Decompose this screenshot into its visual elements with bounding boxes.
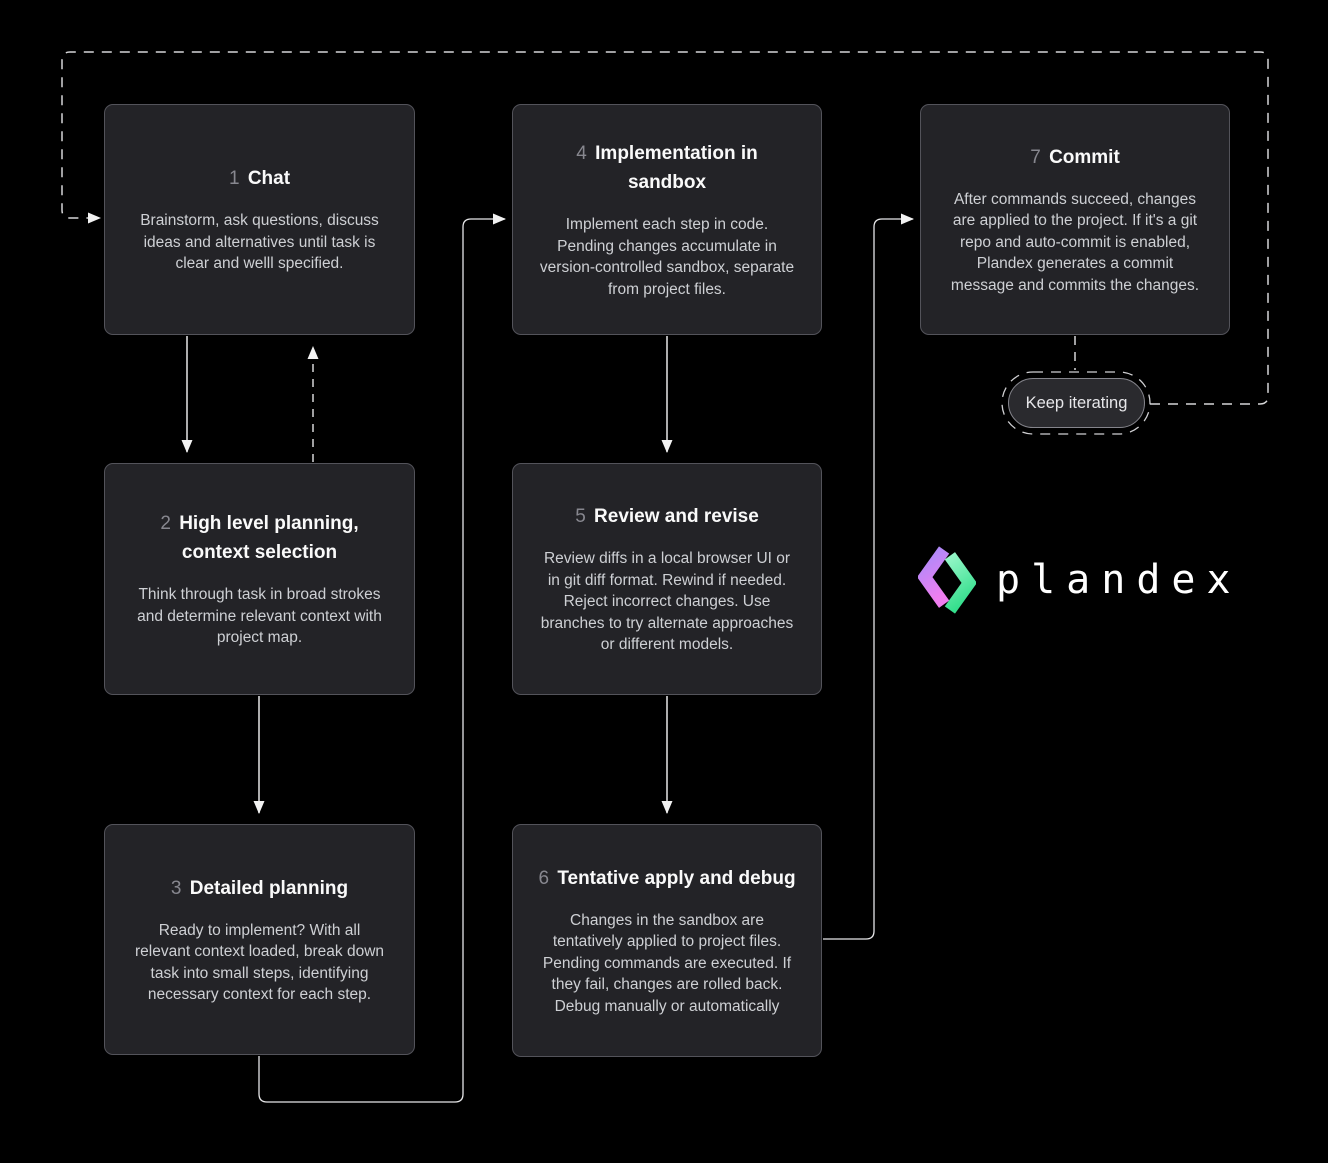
step-title: 6 Tentative apply and debug	[538, 864, 795, 893]
step-description: Think through task in broad strokes and …	[137, 586, 382, 647]
step-description: Changes in the sandbox are tentatively a…	[542, 911, 792, 1015]
step-number: 6	[538, 867, 550, 889]
logo-left-chevron-icon	[918, 546, 950, 608]
plandex-logo-icon	[918, 546, 976, 614]
step-title-text: Commit	[1049, 146, 1120, 168]
step-title-text: High level planning, context selection	[179, 513, 359, 564]
step-number: 5	[575, 506, 586, 528]
step-box-commit: 7 Commit After commands succeed, changes…	[920, 104, 1230, 335]
step-description: After commands succeed, changes are appl…	[950, 190, 1200, 294]
step-description: Implement each step in code. Pending cha…	[539, 216, 795, 298]
step-title-text: Review and revise	[594, 506, 759, 528]
step-number: 2	[160, 513, 171, 535]
step-title: 4 Implementation in sandbox	[537, 139, 797, 197]
step-description: Review diffs in a local browser UI or in…	[540, 550, 794, 654]
step-title-text: Tentative apply and debug	[557, 867, 796, 889]
step-description: Ready to implement? With all relevant co…	[134, 921, 385, 1004]
step-title: 1 Chat	[229, 164, 290, 193]
elbow-apply-to-commit	[823, 213, 914, 940]
step-title-text: Implementation in sandbox	[595, 143, 758, 193]
logo-text: plandex	[996, 557, 1242, 603]
step-box-implementation: 4 Implementation in sandbox Implement ea…	[512, 104, 822, 335]
step-title: 2 High level planning, context selection	[129, 509, 390, 567]
plandex-logo: plandex	[918, 541, 1242, 619]
step-box-chat: 1 Chat Brainstorm, ask questions, discus…	[104, 104, 415, 335]
step-number: 4	[576, 143, 587, 164]
step-title: 5 Review and revise	[575, 502, 759, 531]
step-title-text: Chat	[247, 168, 291, 190]
step-box-detailed-planning: 3 Detailed planning Ready to implement? …	[104, 824, 415, 1055]
step-title-text: Detailed planning	[189, 877, 349, 899]
step-description: Brainstorm, ask questions, discuss ideas…	[140, 212, 379, 273]
step-number: 7	[1030, 146, 1041, 168]
logo-right-chevron-icon	[944, 552, 976, 614]
step-number: 1	[228, 168, 240, 190]
step-box-high-level-planning: 2 High level planning, context selection…	[104, 463, 415, 695]
keep-iterating-label: Keep iterating	[1025, 393, 1128, 412]
step-number: 3	[170, 877, 182, 899]
step-box-review-revise: 5 Review and revise Review diffs in a lo…	[512, 463, 822, 695]
step-title: 7 Commit	[1030, 143, 1120, 172]
step-box-tentative-apply: 6 Tentative apply and debug Changes in t…	[512, 824, 822, 1057]
step-title: 3 Detailed planning	[171, 874, 348, 903]
keep-iterating-pill: Keep iterating	[1008, 378, 1145, 428]
